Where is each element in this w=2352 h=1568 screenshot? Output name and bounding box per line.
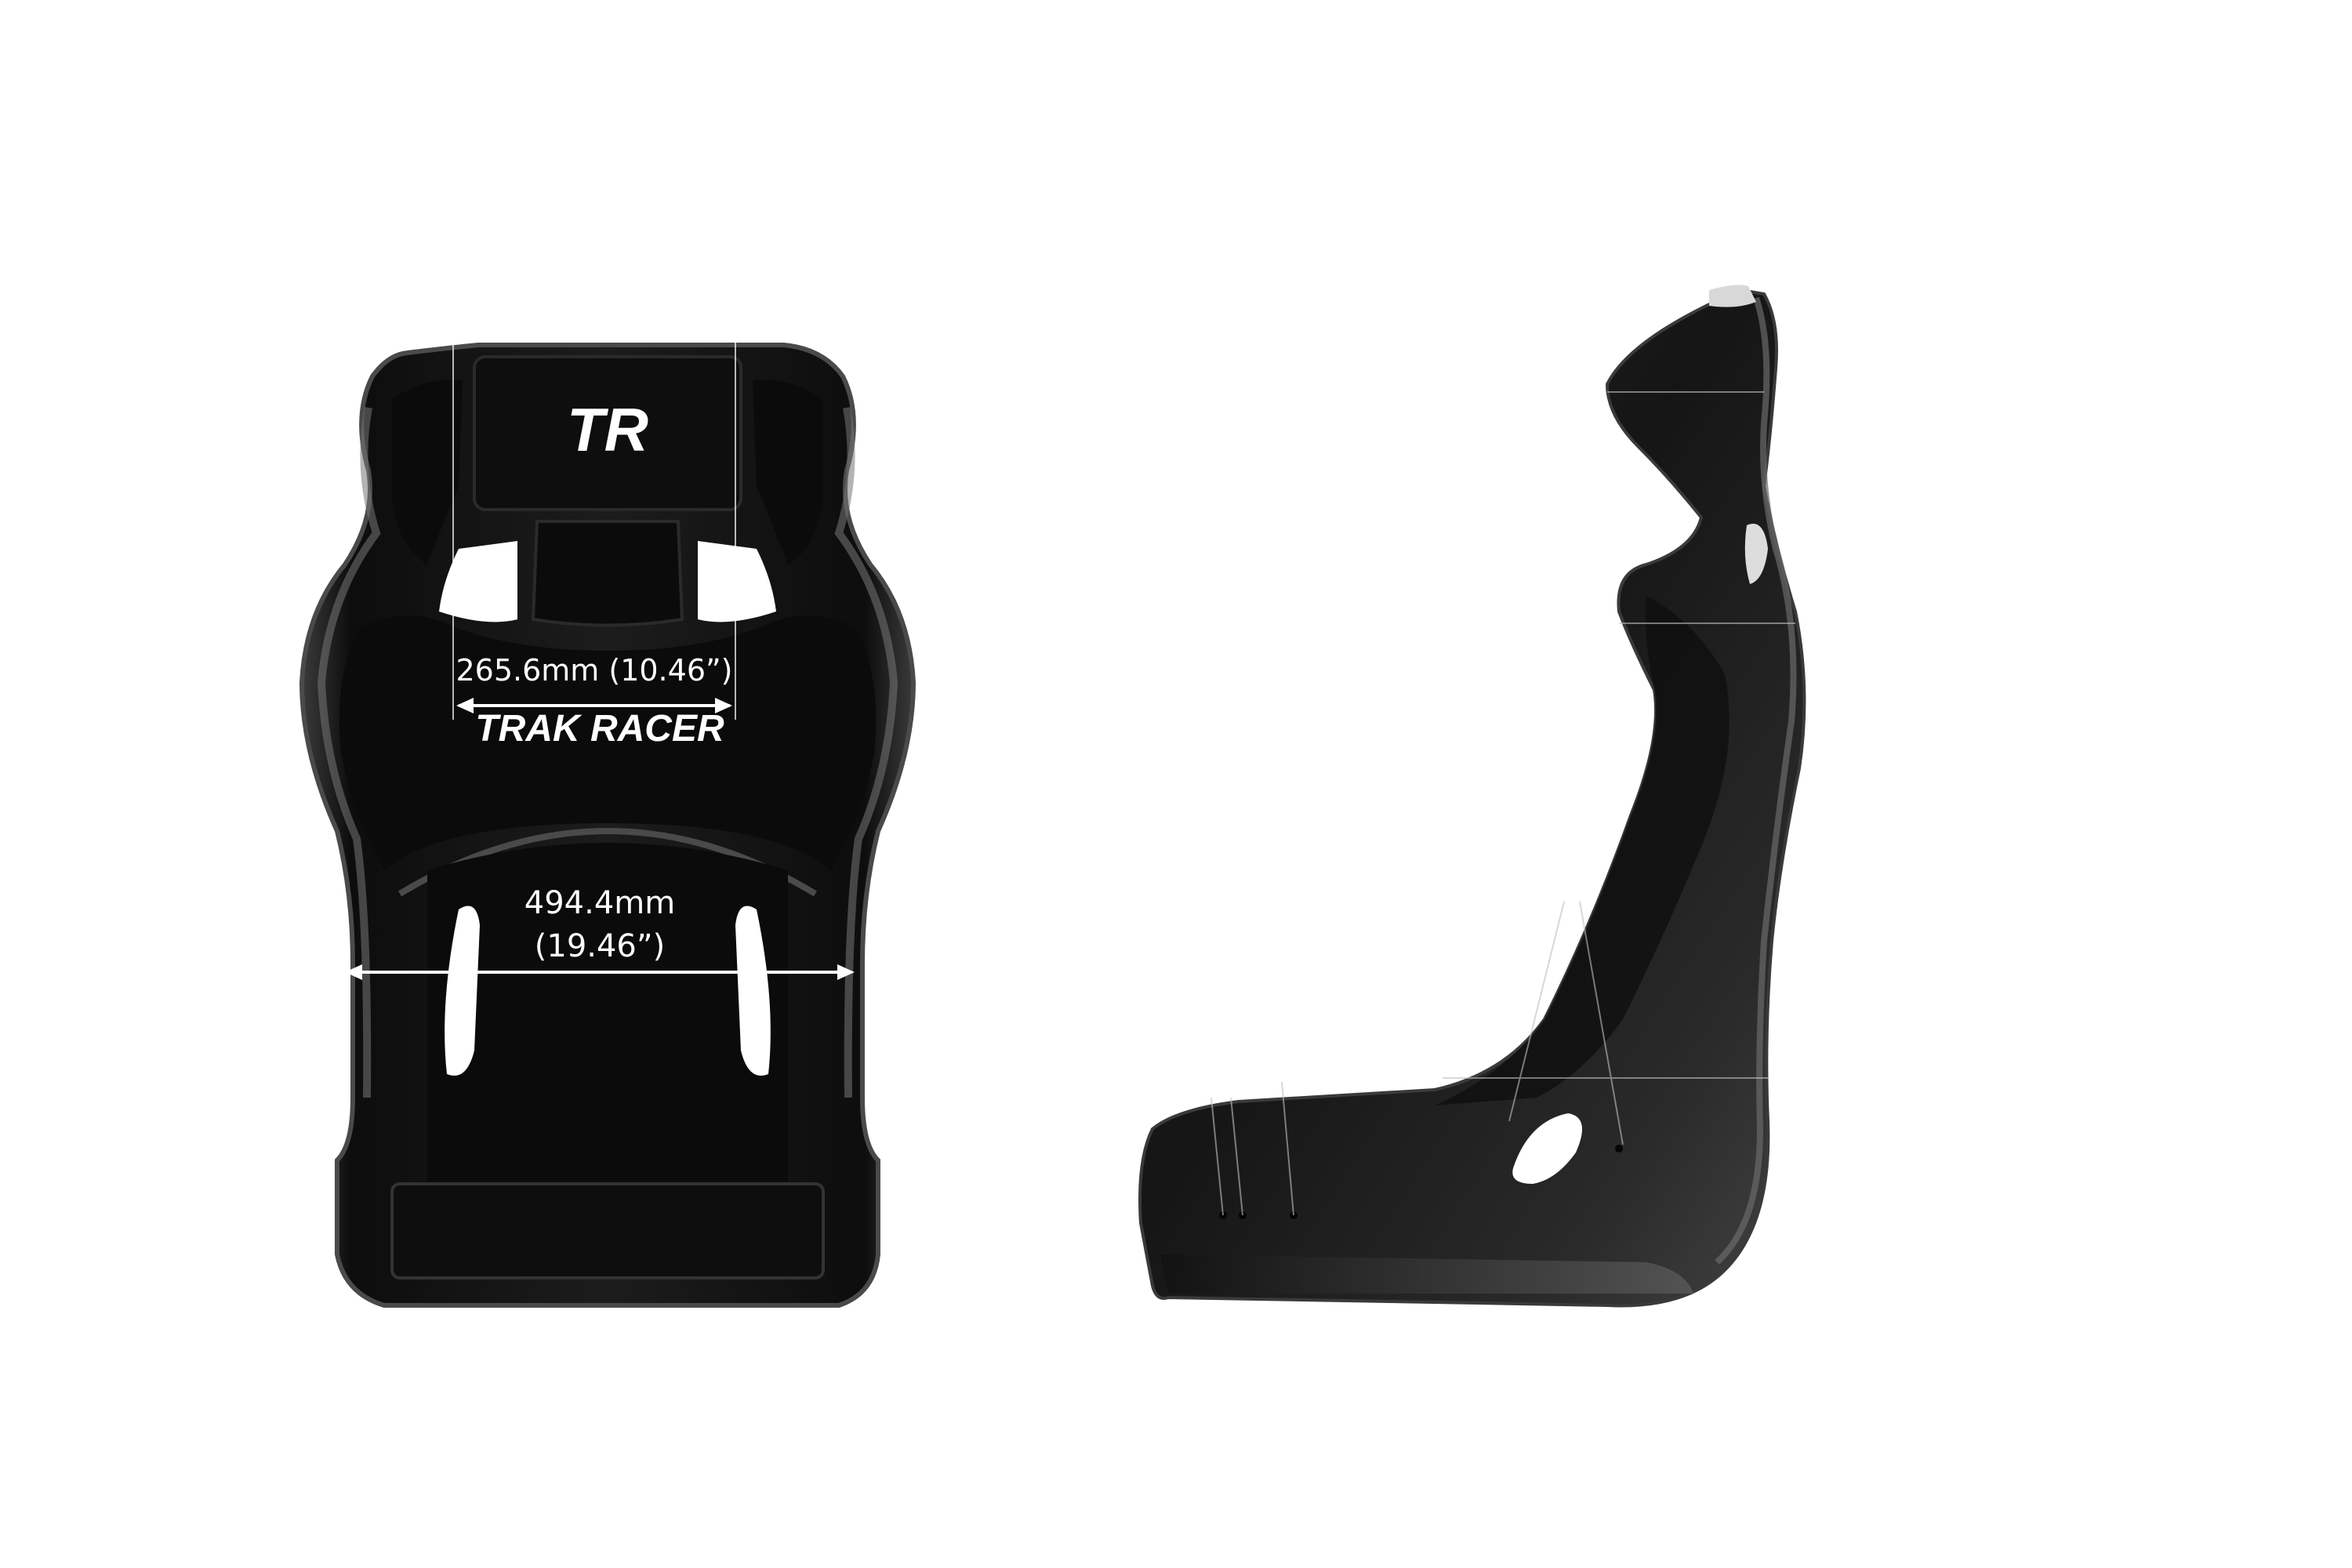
side-guide-front-2 — [1230, 1097, 1243, 1216]
front-seat-cushion — [390, 1182, 825, 1279]
side-guide-thigh — [1508, 901, 1565, 1122]
side-guide-rake — [1579, 901, 1624, 1145]
dim-seat-arrow-right — [837, 964, 855, 980]
side-mount-hole — [1512, 1113, 1582, 1184]
seat-cushion-fabric — [427, 843, 788, 1184]
dim-seat-label-mm: 494.4mm — [524, 885, 675, 921]
thigh-slot-right — [735, 906, 771, 1076]
side-reference-lines — [1210, 391, 1795, 1216]
side-bolt-point-4 — [1615, 1145, 1623, 1152]
side-bolster-shade — [1435, 596, 1730, 1105]
headrest-side-left — [392, 379, 463, 564]
harness-slot-left — [439, 541, 517, 622]
seat-front-view: TR TRAK RACER 265.6mm (10.46”) — [299, 337, 916, 1308]
side-harness-slot — [1744, 524, 1768, 584]
harness-center-pad — [531, 520, 684, 627]
front-shell-highlight-left — [317, 407, 381, 1098]
front-shell-highlight-right — [834, 407, 898, 1098]
dimension-seat-width: 494.4mm (19.46”) — [345, 885, 855, 980]
headrest-side-right — [753, 379, 823, 564]
dim-seat-label-in: (19.46”) — [535, 928, 665, 964]
seat-side-view — [1138, 285, 1806, 1308]
tr-monogram-logo: TR — [567, 395, 648, 464]
thigh-slot-left — [445, 906, 480, 1076]
trak-racer-wordmark: TRAK RACER — [475, 708, 724, 750]
dim-upper-arrow-right — [715, 698, 732, 713]
dim-upper-arrow-left — [456, 698, 474, 713]
dim-upper-label: 265.6mm (10.46”) — [456, 653, 732, 688]
harness-slot-right — [698, 541, 776, 622]
side-base-rail — [1160, 1254, 1693, 1294]
side-guide-front-1 — [1210, 1097, 1224, 1216]
headrest-center-pad — [473, 355, 742, 511]
backrest-fabric — [339, 615, 877, 870]
dimension-upper-width: 265.6mm (10.46”) — [452, 337, 736, 720]
side-guide-front-3 — [1281, 1081, 1294, 1216]
side-shell-edge-highlight — [1715, 296, 1797, 1265]
side-headrest-cap — [1709, 285, 1756, 307]
dim-seat-arrow-left — [345, 964, 362, 980]
side-shell — [1138, 288, 1806, 1308]
